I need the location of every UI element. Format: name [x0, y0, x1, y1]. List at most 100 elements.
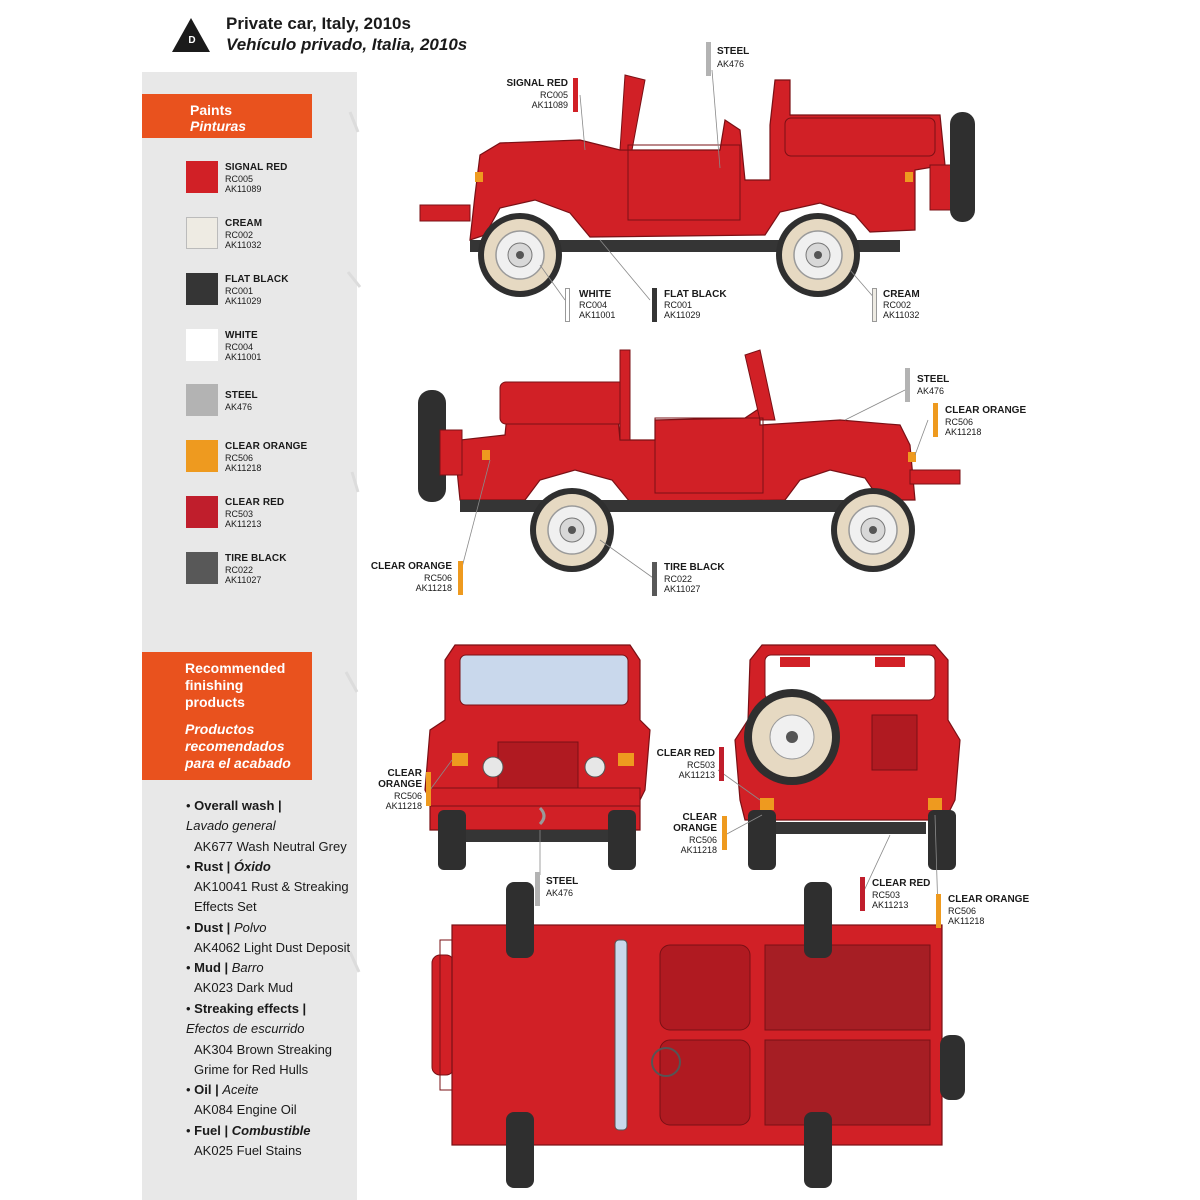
callout-code: AK476	[917, 386, 945, 396]
callout-name: FLAT BLACK	[664, 289, 727, 300]
callout-swatch-clear-orange	[458, 561, 463, 595]
finishing-item-label-es: Polvo	[233, 920, 267, 935]
callout-code: AK476	[546, 888, 574, 898]
callout-swatch-cream	[872, 288, 877, 322]
swatch-flat-black	[186, 273, 218, 305]
side-view-right-facing	[418, 349, 961, 573]
callout-code: RC503	[872, 890, 901, 900]
paint-code: RC022	[225, 565, 254, 575]
left-panel-background	[142, 72, 357, 1200]
swatch-cream	[186, 217, 218, 249]
callout-name: STEEL	[917, 374, 950, 385]
finishing-product: Effects Set	[194, 899, 257, 914]
callout-code: AK476	[717, 59, 745, 69]
finishing-product: AK304 Brown Streaking	[194, 1042, 333, 1057]
callout-code: AK11027	[664, 584, 701, 594]
finishing-item-label: Rust |	[194, 859, 231, 874]
callout-code: AK11032	[883, 310, 920, 320]
paint-code: AK11032	[225, 240, 262, 250]
callout-code: AK11029	[664, 310, 701, 320]
finishing-item-label: Oil |	[194, 1082, 219, 1097]
paint-code: RC005	[225, 174, 254, 184]
swatch-clear-red	[186, 496, 218, 528]
finishing-item-es: Efectos de escurrido	[186, 1021, 305, 1036]
finishing-item-label-es: Óxido	[233, 859, 271, 874]
callout-swatch-steel	[706, 42, 711, 76]
callout-name: CLEAR ORANGE	[948, 894, 1030, 905]
callout-code: RC002	[883, 300, 912, 310]
finishing-title-es-line: para el acabado	[185, 755, 291, 771]
finishing-product: AK4062 Light Dust Deposit	[194, 940, 351, 955]
callout-name: TIRE BLACK	[664, 562, 725, 573]
callout-code: RC506	[393, 791, 422, 801]
finishing-item-label-es: Lavado general	[186, 818, 276, 833]
page-title: Private car, Italy, 2010s	[226, 14, 411, 33]
callout-name: CLEAR ORANGE	[370, 561, 452, 572]
paint-name: CLEAR ORANGE	[225, 441, 308, 452]
finishing-product: AK025 Fuel Stains	[194, 1143, 302, 1158]
paint-code: AK11027	[225, 575, 262, 585]
callout-swatch-steel	[535, 872, 540, 906]
paint-code: AK11001	[225, 352, 262, 362]
finishing-product: AK084 Engine Oil	[194, 1102, 297, 1117]
callout-code: RC506	[688, 835, 717, 845]
finishing-item-label-es: Combustible	[231, 1123, 311, 1138]
finishing-item: • Streaking effects |	[186, 1001, 307, 1016]
finishing-item-label: Dust |	[194, 920, 231, 935]
paint-code: RC004	[225, 342, 254, 352]
finishing-item-label: Overall wash |	[194, 798, 282, 813]
callout-code: AK11218	[948, 916, 985, 926]
callout-code: RC004	[579, 300, 608, 310]
finishing-product: AK023 Dark Mud	[194, 980, 293, 995]
callout-swatch-white	[565, 288, 570, 322]
callout-name: ORANGE	[378, 779, 422, 790]
paint-name: SIGNAL RED	[225, 162, 288, 173]
callout-name: STEEL	[546, 876, 579, 887]
callout-code: AK11089	[531, 100, 568, 110]
callout-name: CREAM	[883, 289, 920, 300]
paints-header: Paints Pinturas	[142, 94, 312, 138]
finishing-item-label: Streaking effects |	[194, 1001, 307, 1016]
paint-code: RC506	[225, 453, 254, 463]
front-view	[424, 644, 651, 870]
callout-name: SIGNAL RED	[506, 78, 569, 89]
callout-code: AK11001	[579, 310, 616, 320]
callout-name: CLEAR ORANGE	[945, 405, 1027, 416]
callout-code: AK11218	[680, 845, 717, 855]
finishing-item-label-es: Barro	[231, 960, 264, 975]
marking-d-triangle-icon	[172, 18, 210, 52]
finishing-title-line: finishing	[185, 677, 244, 693]
finishing-item: • Overall wash |	[186, 798, 282, 813]
paint-code: AK11213	[225, 519, 262, 529]
callout-name: CLEAR	[682, 812, 717, 823]
callout-code: AK11213	[678, 770, 715, 780]
swatch-tire-black	[186, 552, 218, 584]
finishing-item: • Rust | Óxido	[186, 859, 271, 874]
paint-name: CLEAR RED	[225, 497, 285, 508]
callout-code: RC005	[539, 90, 568, 100]
paint-name: WHITE	[225, 330, 258, 341]
swatch-signal-red	[186, 161, 218, 193]
callout-swatch-clear-red	[719, 747, 724, 781]
callout-swatch-steel	[905, 368, 910, 402]
callout-code: AK11218	[385, 801, 422, 811]
finishing-item-label: Fuel |	[194, 1123, 229, 1138]
callout-code: AK11213	[872, 900, 909, 910]
paints-title-es: Pinturas	[190, 118, 247, 134]
finishing-title-es-line: recomendados	[185, 738, 285, 754]
callout-code: RC503	[686, 760, 715, 770]
top-view	[431, 882, 965, 1188]
callout-swatch-clear-orange	[426, 772, 431, 806]
paint-code: RC002	[225, 230, 254, 240]
marking-letter: D	[188, 35, 196, 46]
paint-name: FLAT BLACK	[225, 274, 289, 285]
finishing-product: AK10041 Rust & Streaking	[194, 879, 349, 894]
finishing-item: • Dust | Polvo	[186, 920, 267, 935]
callout-name: CLEAR	[387, 768, 422, 779]
callout-swatch-clear-orange	[933, 403, 938, 437]
page-subtitle: Vehículo privado, Italia, 2010s	[226, 35, 468, 54]
callout-name: WHITE	[579, 289, 612, 300]
paint-code: AK11029	[225, 296, 262, 306]
callout-code: AK11218	[415, 583, 452, 593]
